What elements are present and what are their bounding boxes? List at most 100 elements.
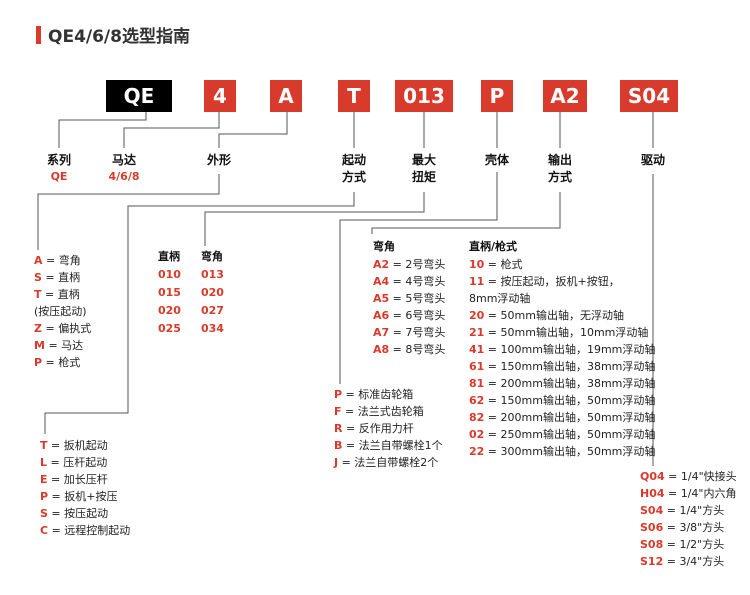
- option-text: = 100mm输出轴，19mm浮动轴: [484, 343, 656, 356]
- option-text: = 4号弯头: [389, 275, 446, 288]
- list-item: L = 压杆起动: [40, 454, 130, 471]
- torque-value: 027: [201, 304, 224, 317]
- torque-value: 010: [158, 268, 181, 281]
- option-code: 21: [469, 326, 485, 339]
- option-code: 22: [469, 445, 485, 458]
- list-item: P = 标准齿轮箱: [334, 386, 443, 403]
- label-drive: 驱动: [640, 153, 665, 167]
- label-output-mode: 输出 方式: [541, 152, 579, 186]
- list-item: 22 = 300mm输出轴，50mm浮动轴: [469, 443, 655, 460]
- list-item: 62 = 150mm输出轴，50mm浮动轴: [469, 392, 655, 409]
- torque-value: 020: [158, 304, 181, 317]
- label-output-mode-line2: 方式: [547, 170, 572, 184]
- option-code: T: [34, 288, 42, 301]
- option-text: = 压杆起动: [47, 456, 108, 469]
- code-box-drive: S04: [620, 80, 678, 112]
- label-max-torque-line2: 扭矩: [411, 170, 436, 184]
- list-item: S06 = 3/8"方头: [640, 519, 737, 536]
- option-code: P: [34, 356, 43, 369]
- list-item: A8 = 8号弯头: [373, 341, 445, 358]
- label-start-mode-line2: 方式: [341, 170, 366, 184]
- option-text: = 直柄: [41, 288, 80, 301]
- option-code: B: [334, 439, 343, 452]
- torque-header-angle: 弯角: [201, 250, 223, 263]
- list-item: Q04 = 1/4"快接头: [640, 468, 737, 485]
- label-max-torque: 最大 扭矩: [405, 152, 443, 186]
- option-code: Z: [34, 322, 42, 335]
- list-item: A6 = 6号弯头: [373, 307, 445, 324]
- list-item: A = 弯角: [34, 252, 91, 269]
- option-text: = 7号弯头: [389, 326, 446, 339]
- option-text: (按压起动): [34, 305, 87, 318]
- option-text: = 法兰自带螺栓1个: [342, 439, 443, 452]
- torque-col-straight: 直柄 010 015 020 025: [158, 248, 181, 338]
- angle-header: 弯角: [373, 240, 395, 253]
- option-text: = 1/2"方头: [663, 538, 725, 551]
- label-shape: 外形: [206, 153, 231, 167]
- label-output-mode-line1: 输出: [547, 153, 572, 167]
- option-text: = 5号弯头: [389, 292, 446, 305]
- list-item: 81 = 200mm输出轴，38mm浮动轴: [469, 375, 655, 392]
- torque-value: 015: [158, 286, 181, 299]
- option-text: = 加长压杆: [47, 473, 108, 486]
- label-series: 系列: [46, 153, 71, 167]
- option-text: = 50mm输出轴，10mm浮动轴: [484, 326, 649, 339]
- option-code: R: [334, 422, 343, 435]
- list-item: 41 = 100mm输出轴，19mm浮动轴: [469, 341, 655, 358]
- list-item: P = 枪式: [34, 354, 91, 371]
- option-text: = 扳机+按压: [48, 490, 118, 503]
- option-code: S: [34, 271, 42, 284]
- list-item: 61 = 150mm输出轴，38mm浮动轴: [469, 358, 655, 375]
- list-item: S = 直柄: [34, 269, 91, 286]
- label-housing: 壳体: [484, 153, 509, 167]
- torque-value: 020: [201, 286, 224, 299]
- list-item: 21 = 50mm输出轴，10mm浮动轴: [469, 324, 655, 341]
- option-code: S08: [640, 538, 664, 551]
- code-box-torque: 013: [395, 80, 453, 112]
- option-code: F: [334, 405, 342, 418]
- option-code: A4: [373, 275, 390, 288]
- code-box-housing: P: [481, 80, 513, 112]
- option-code: J: [334, 456, 339, 469]
- option-code: 20: [469, 309, 485, 322]
- option-code: A7: [373, 326, 390, 339]
- option-text: = 3/4"方头: [663, 555, 725, 568]
- option-text: = 8号弯头: [389, 343, 446, 356]
- option-code: S12: [640, 555, 664, 568]
- list-item: A5 = 5号弯头: [373, 290, 445, 307]
- list-item: S12 = 3/4"方头: [640, 553, 737, 570]
- list-item: 11 = 按压起动，扳机+按钮，: [469, 273, 655, 290]
- torque-value: 034: [201, 322, 224, 335]
- list-item: 20 = 50mm输出轴，无浮动轴: [469, 307, 655, 324]
- list-item: 02 = 250mm输出轴，50mm浮动轴: [469, 426, 655, 443]
- option-code: A8: [373, 343, 390, 356]
- list-item: F = 法兰式齿轮箱: [334, 403, 443, 420]
- label-max-torque-line1: 最大: [411, 153, 436, 167]
- title-accent-bar: [36, 26, 41, 44]
- option-text: = 反作用力杆: [342, 422, 414, 435]
- option-text: 8mm浮动轴: [469, 292, 531, 305]
- option-text: = 1/4"方头: [663, 504, 725, 517]
- label-series-value: QE: [50, 170, 68, 183]
- option-text: = 标准齿轮箱: [342, 388, 414, 401]
- option-text: = 200mm输出轴，50mm浮动轴: [484, 411, 656, 424]
- list-item: E = 加长压杆: [40, 471, 130, 488]
- list-item: S = 按压起动: [40, 505, 130, 522]
- option-code: 82: [469, 411, 485, 424]
- label-start-mode: 起动 方式: [335, 152, 373, 186]
- code-box-start-mode: T: [338, 80, 370, 112]
- option-code: 62: [469, 394, 485, 407]
- page-title: QE4/6/8选型指南: [48, 27, 190, 47]
- label-start-mode-line1: 起动: [341, 153, 366, 167]
- code-box-series: QE: [106, 80, 172, 112]
- list-item: P = 扳机+按压: [40, 488, 130, 505]
- torque-header-straight: 直柄: [158, 250, 180, 263]
- option-text: = 3/8"方头: [663, 521, 725, 534]
- option-code: C: [40, 524, 49, 537]
- option-text: = 按压起动，扳机+按钮，: [484, 275, 620, 288]
